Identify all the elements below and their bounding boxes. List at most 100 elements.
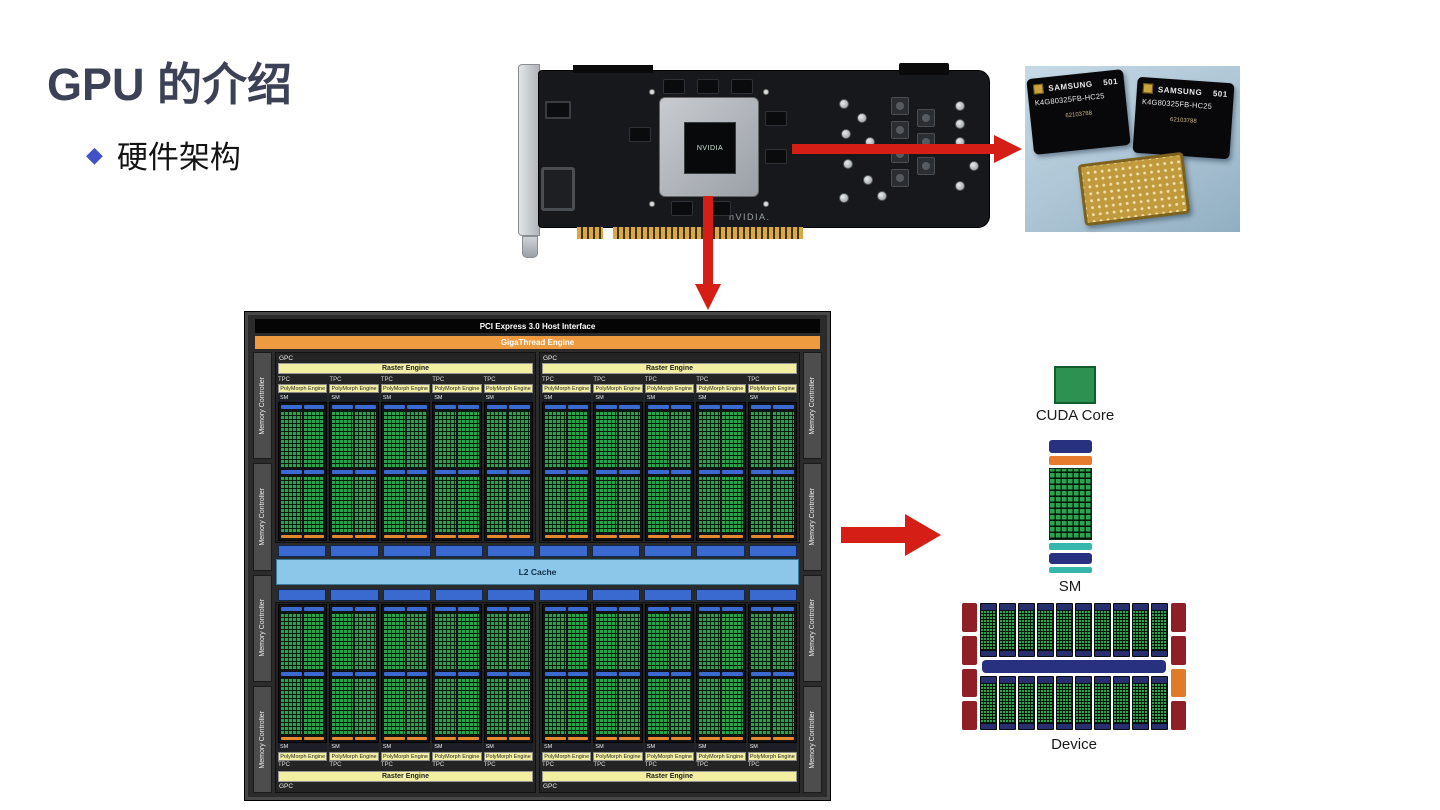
device-core-grid [1000, 611, 1015, 650]
core-grid [509, 613, 531, 670]
sm-processing-block [383, 607, 405, 740]
texture-bar [773, 737, 795, 740]
arrow-shaft [792, 144, 994, 154]
tpc-label: TPC [380, 762, 393, 768]
texture-bar [545, 535, 566, 538]
polymorph-engine-bar: PolyMorph Engine [542, 384, 592, 393]
scheduler-bar [545, 607, 566, 611]
texture-bar [355, 535, 376, 538]
sm-mini-diagram [1049, 440, 1092, 573]
core-grid [619, 476, 640, 533]
polymorph-engine-bar: PolyMorph Engine [542, 752, 592, 761]
scheduler-bar [596, 405, 618, 409]
screw-hole [649, 201, 655, 207]
sm-dispatch-bar [1049, 456, 1092, 465]
chip-logo [1142, 83, 1154, 94]
memory-controller-section: Memory Controller [253, 463, 272, 571]
dispatch-bar [486, 672, 508, 676]
texture-bar [355, 737, 376, 740]
core-grid [355, 411, 376, 468]
gpc-label: GPC [279, 783, 294, 790]
device-memctrl-block [962, 603, 977, 632]
core-grid [355, 678, 376, 735]
texture-bar [596, 535, 618, 538]
device-sm-column [1037, 676, 1054, 730]
texture-bar [383, 737, 405, 740]
dispatch-bar [567, 672, 589, 676]
device-core-grid [1076, 611, 1091, 650]
device-sm-cap [1038, 677, 1053, 683]
register-segment [330, 545, 379, 557]
core-grid [406, 613, 428, 670]
chip-code: 501 [1102, 76, 1119, 87]
sm-processing-block [750, 405, 772, 538]
dispatch-bar [721, 470, 743, 474]
scheduler-bar [699, 607, 720, 611]
texture-bar [486, 535, 508, 538]
vram-chip [765, 111, 787, 126]
tpc-label: TPC [593, 377, 606, 383]
sm-label: SM [696, 743, 746, 751]
memory-controller-section: Memory Controller [253, 574, 272, 682]
sm-processing-block [457, 607, 479, 740]
sm-label: SM [278, 394, 328, 402]
sm-label: SM [593, 394, 643, 402]
texture-bar [567, 535, 589, 538]
core-grid [750, 411, 772, 468]
texture-bar [457, 737, 479, 740]
sm-label: SM [483, 743, 534, 751]
gpu-package: NVIDIA [659, 97, 759, 197]
core-grid [486, 613, 508, 670]
texture-bar [406, 737, 428, 740]
device-sm-row [980, 603, 1168, 657]
sm-unit [329, 402, 379, 541]
scheduler-bar [699, 405, 720, 409]
memory-controller-section: Memory Controller [803, 574, 822, 682]
register-segment [696, 589, 745, 601]
card-brand-text: nVIDIA. [729, 212, 771, 222]
sm-processing-block [355, 607, 376, 740]
texture-bar [435, 535, 456, 538]
gpu-die-diagram: PCI Express 3.0 Host Interface GigaThrea… [244, 311, 831, 801]
sm-unit [593, 402, 643, 541]
tpc-label: TPC [747, 377, 760, 383]
polymorph-engine-bar: PolyMorph Engine [696, 752, 746, 761]
dispatch-bar [406, 470, 428, 474]
raster-engine-bar: Raster Engine [542, 363, 797, 374]
core-grid [699, 476, 720, 533]
dispatch-bar [567, 470, 589, 474]
core-grid [486, 678, 508, 735]
scheduler-bar [406, 405, 428, 409]
texture-bar [647, 535, 669, 538]
dispatch-bar [699, 470, 720, 474]
core-grid [332, 476, 354, 533]
core-grid [509, 411, 531, 468]
sm-unit [432, 604, 482, 743]
arrow-head [695, 284, 721, 310]
register-segment [434, 545, 484, 557]
device-core-grid [1114, 684, 1129, 723]
core-grid [281, 613, 302, 670]
sm-processing-block [773, 607, 795, 740]
device-l2-bar [982, 660, 1166, 673]
core-grid [383, 476, 405, 533]
device-memctrl-block [1171, 603, 1186, 632]
sm-texture-bar [1049, 567, 1092, 573]
texture-bar [509, 737, 531, 740]
device-sm-cap [1057, 677, 1072, 683]
vram-chip [765, 149, 787, 164]
scheduler-bar [457, 405, 479, 409]
register-segment [539, 545, 588, 557]
dispatch-bar [670, 470, 692, 474]
core-grid [383, 678, 405, 735]
screw-hole [763, 201, 769, 207]
bullet-label: 硬件架构 [116, 140, 241, 175]
sm-processing-block [509, 607, 531, 740]
capacitor [955, 181, 965, 191]
